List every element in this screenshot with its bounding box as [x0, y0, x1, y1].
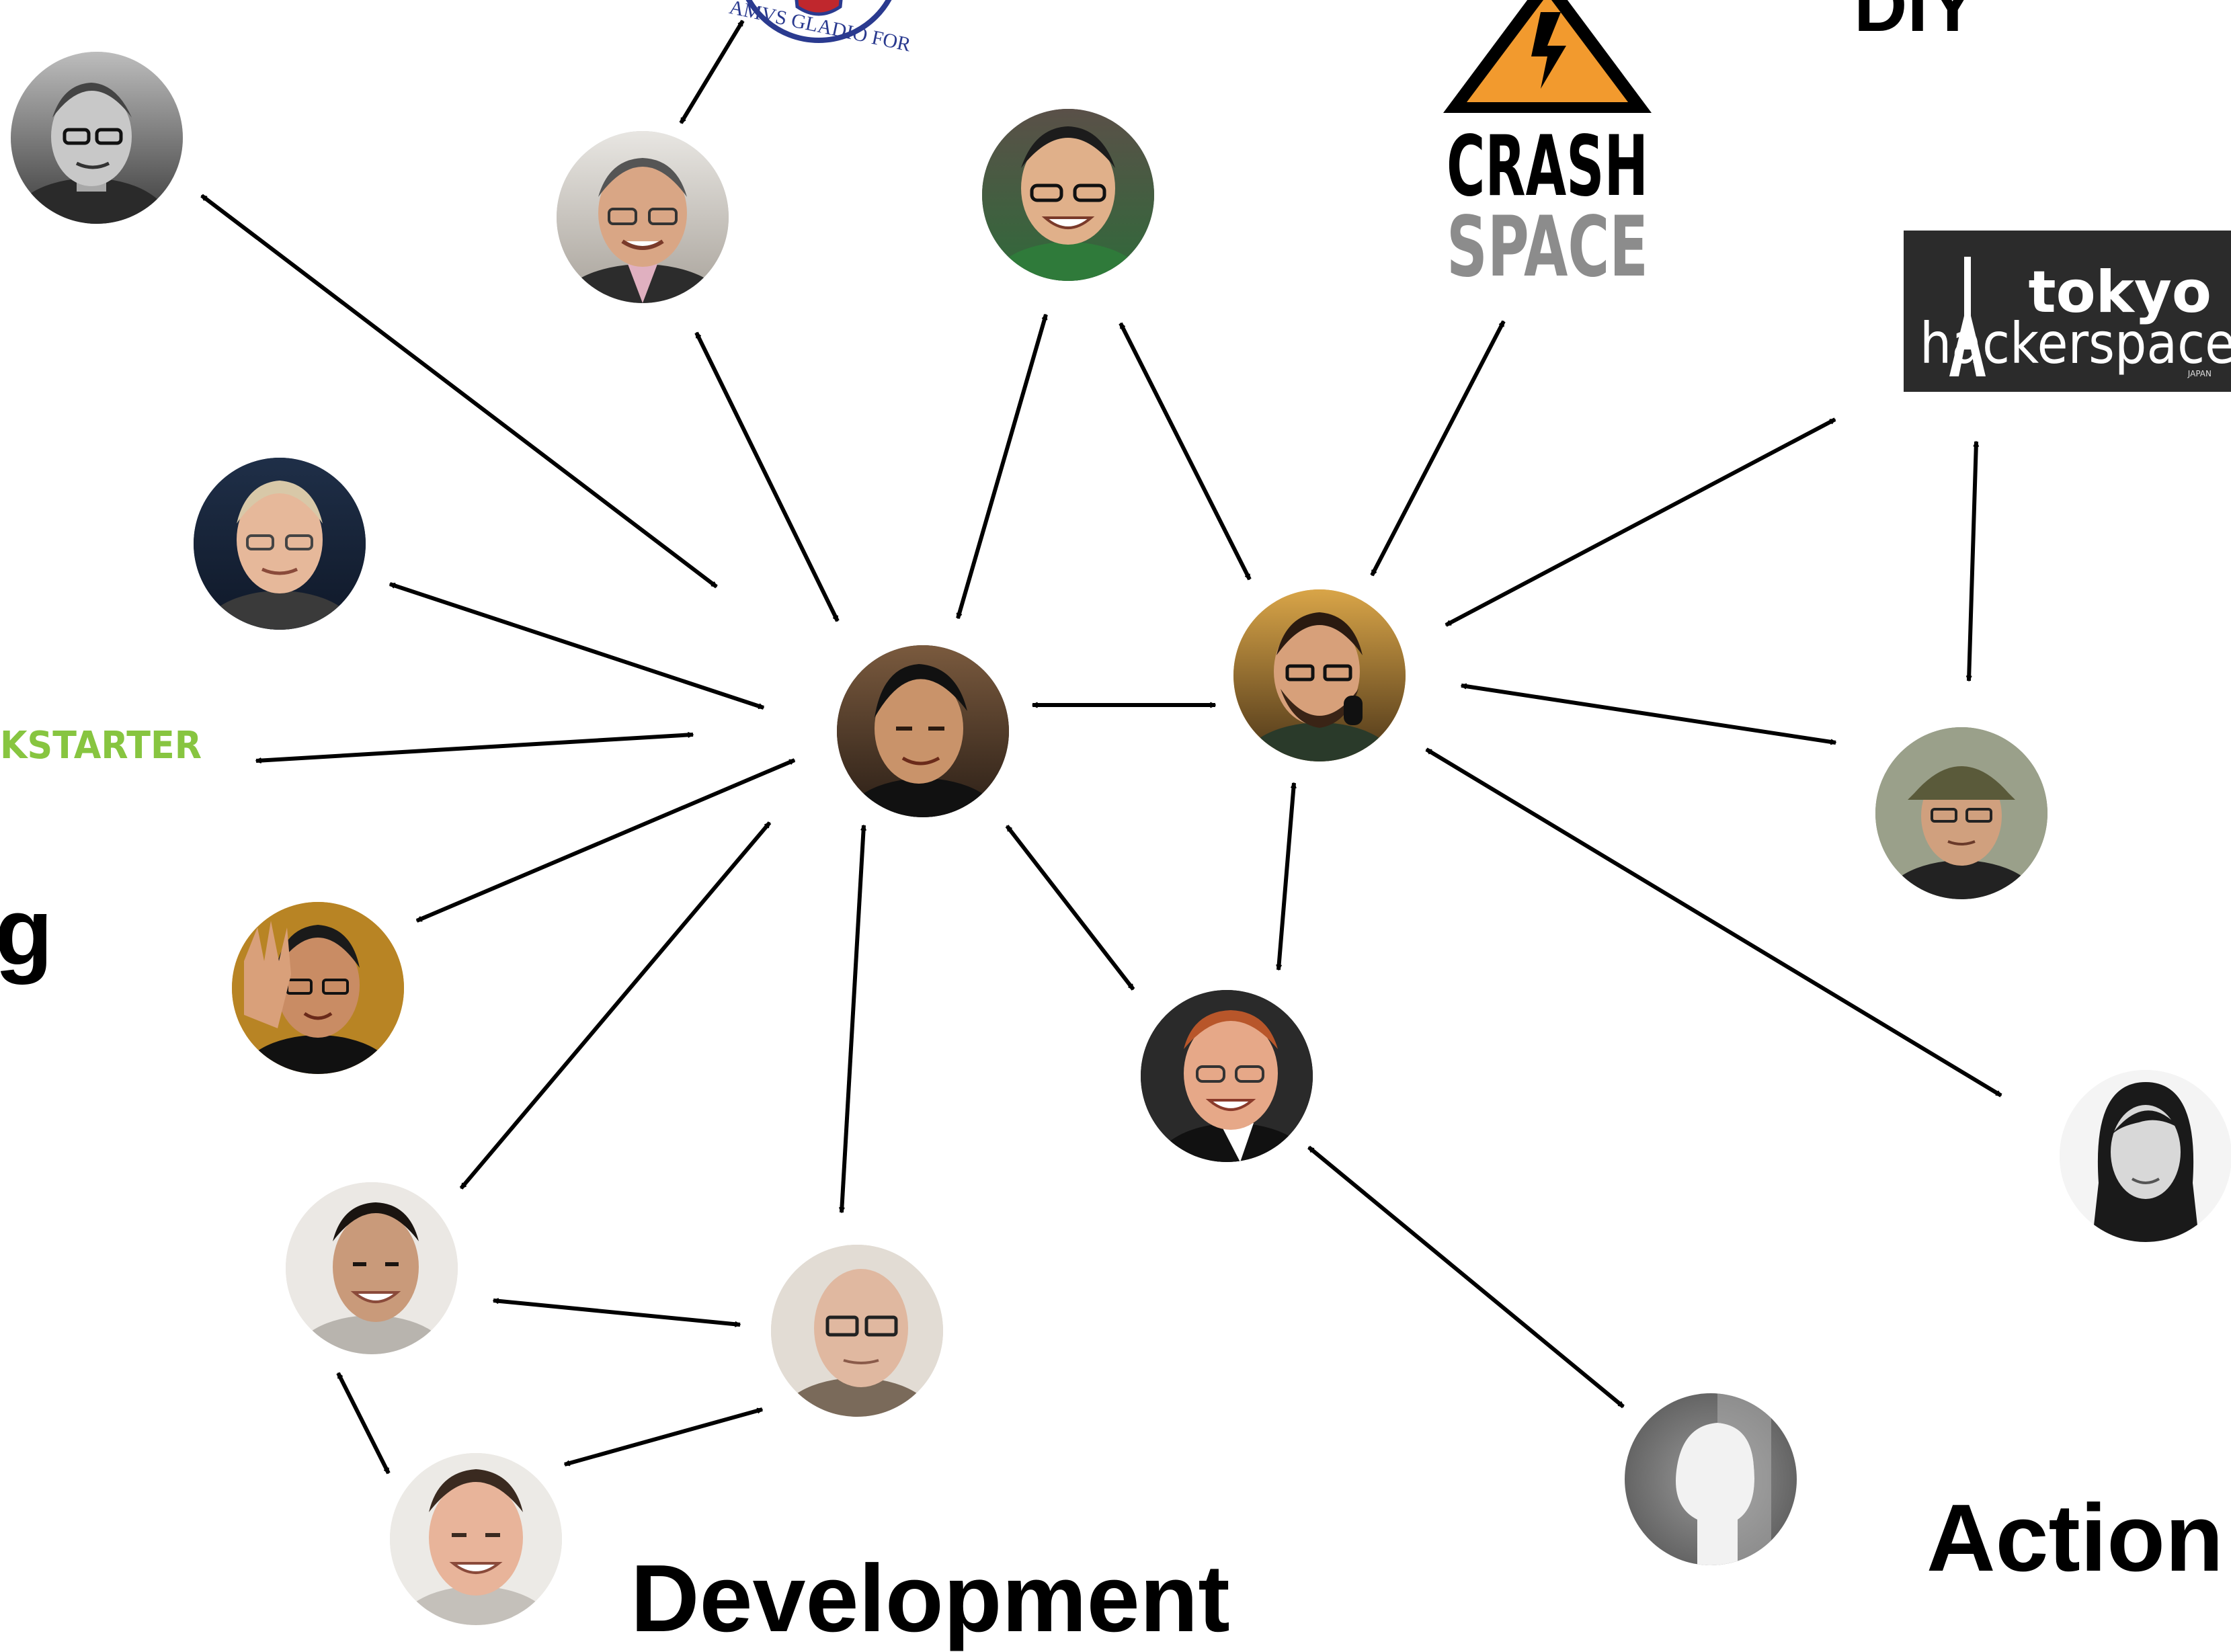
tokyo-hackerspace-logo: tokyo hackerspace JAPAN — [1904, 231, 2231, 392]
tower-icon — [1949, 257, 1986, 376]
arrow-topcenter-secondhub — [1119, 323, 1252, 579]
portrait-leftmid — [194, 458, 366, 630]
arrow-hub-handwave — [417, 758, 795, 923]
arrow-hub-glasses — [694, 333, 840, 621]
person-silhouette-icon — [1676, 1423, 1754, 1565]
portrait-redhair — [1141, 990, 1313, 1162]
portrait-topcenter — [982, 109, 1154, 281]
arrow-dev3-dev2 — [565, 1407, 762, 1467]
seal-logo: AMVS GLADIO FOR — [727, 0, 913, 56]
arrow-hub-leftmid — [390, 582, 764, 710]
label-action: Action — [1926, 1485, 2224, 1592]
arrow-hub-redhair — [1005, 825, 1135, 991]
arrow-hub-topleft — [200, 194, 718, 589]
arrow-secondhub-woman — [1426, 747, 2001, 1098]
arrow-secondhub-capman — [1461, 686, 1836, 743]
arrow-hub-dev1 — [459, 821, 772, 1190]
crash-space-line1: CRASH — [1447, 118, 1648, 215]
portrait-handwave — [232, 902, 404, 1074]
cap-icon — [1908, 766, 2015, 800]
portrait-hub — [837, 645, 1009, 817]
arrow-hub-dev2 — [842, 825, 864, 1212]
label-development: Development — [631, 1545, 1230, 1652]
arrow-glasses-seal — [679, 21, 745, 123]
portrait-glasses-man — [557, 131, 729, 303]
kickstarter-logo: KSTARTER — [0, 724, 202, 768]
arrow-hub-topcenter — [956, 315, 1048, 618]
microphone-icon — [1344, 696, 1363, 725]
portrait-topleft — [11, 52, 183, 224]
hand-icon — [244, 921, 291, 1028]
portrait-capman — [1875, 727, 2047, 899]
portrait-dev1 — [286, 1182, 458, 1354]
seal-shield-icon — [795, 0, 843, 16]
arrow-hub-kickstarter — [256, 735, 693, 761]
portrait-woman — [2060, 1070, 2231, 1242]
arrow-secondhub-redhair — [1279, 783, 1294, 970]
portrait-dev2 — [771, 1245, 943, 1417]
hackerspace-word-tokyo: tokyo — [2028, 259, 2212, 326]
arrow-dev1-dev2 — [493, 1300, 740, 1325]
portrait-dev3 — [390, 1453, 562, 1625]
label-left-partial: g — [0, 878, 53, 985]
arrow-redhair-placeholder — [1307, 1145, 1625, 1409]
connection-arrows — [200, 21, 2001, 1473]
seal-ring — [745, 0, 892, 43]
crash-space-line2: SPACE — [1447, 199, 1648, 296]
portrait-placeholder — [1625, 1393, 1797, 1565]
arrow-hackerspace-capman — [1969, 442, 1976, 681]
lightning-bolt-icon — [1531, 12, 1566, 89]
label-diy: DIY — [1854, 0, 1978, 47]
hackerspace-word-japan: JAPAN — [2187, 369, 2212, 378]
portrait-secondhub — [1233, 589, 1406, 761]
arrow-crash-secondhub — [1370, 321, 1506, 575]
crash-space-logo: CRASH SPACE — [1443, 0, 1652, 296]
arrow-secondhub-hackerspace — [1446, 417, 1835, 627]
arrow-dev1-dev3 — [336, 1373, 391, 1473]
